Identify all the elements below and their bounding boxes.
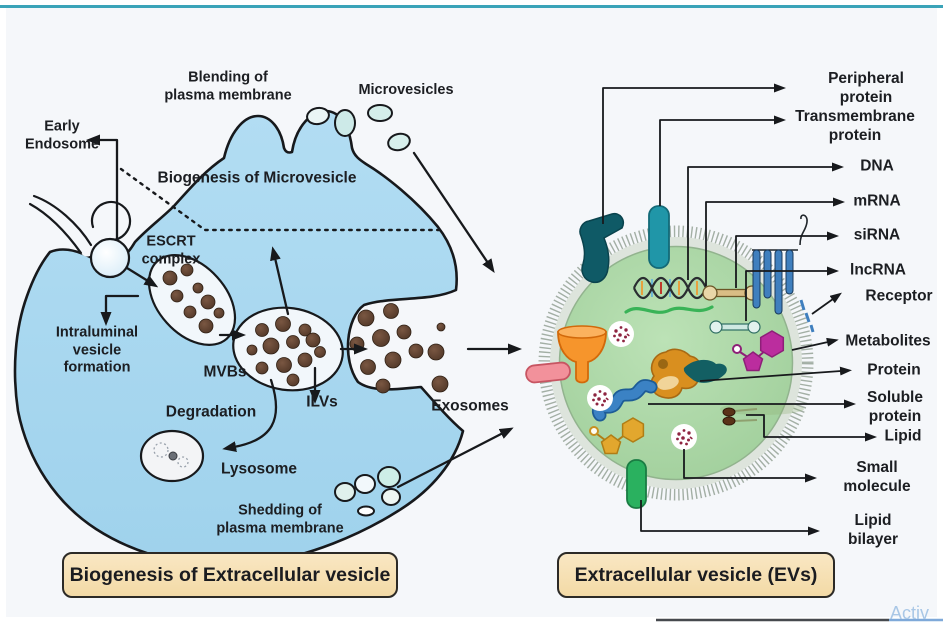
title-box-extracellular-vesicle: Extracellular vesicle (EVs) (557, 552, 835, 598)
pink-channel-icon (525, 361, 571, 384)
label-receptor: Receptor (865, 287, 933, 305)
receptor-icon (752, 214, 815, 333)
lncrna-icon (709, 320, 761, 334)
amber-molecule-icon (589, 417, 645, 455)
top-accent-line (0, 5, 943, 8)
escrt-vesicle-icon (147, 254, 237, 346)
label-shedding-plasma-membrane: Shedding of plasma membrane (216, 502, 344, 536)
label-ilvs: ILVs (306, 393, 338, 411)
mrna-icon (624, 305, 714, 314)
label-mvbs: MVBs (203, 363, 247, 381)
label-metabolites: Metabolites (845, 332, 931, 350)
microvesicle-icons-bottom (334, 466, 401, 517)
label-soluble-protein: Soluble protein (867, 389, 923, 425)
label-protein: Protein (867, 361, 921, 379)
label-lipid-bilayer: Lipid bilayer (848, 512, 898, 548)
microvesicle-icons-top (306, 104, 411, 152)
label-biogenesis-of-microvesicle: Biogenesis of Microvesicle (157, 169, 357, 187)
green-channel-icon (626, 459, 647, 509)
label-intraluminal-vesicle-formation: Intraluminal vesicle formation (55, 324, 139, 376)
label-escrt-complex: ESCRT complex (141, 233, 201, 267)
funnel-icon (557, 325, 607, 384)
process-arrows (86, 134, 522, 489)
dna-icon (632, 276, 708, 300)
metabolites-icon (732, 330, 785, 372)
peripheral-protein-icon (579, 212, 624, 284)
label-transmembrane-protein: Transmembrane protein (795, 108, 915, 144)
label-degradation: Degradation (165, 403, 257, 421)
label-peripheral-protein: Peripheral protein (828, 70, 904, 106)
label-small-molecule: Small molecule (843, 459, 911, 495)
label-exosomes: Exosomes (431, 397, 509, 415)
lysosome-icon (139, 429, 205, 483)
label-sirna: siRNA (853, 226, 901, 244)
exosome-dots (349, 303, 449, 394)
endosome-invagination (28, 194, 132, 257)
label-lysosome: Lysosome (220, 460, 298, 478)
label-mrna: mRNA (853, 192, 901, 210)
early-endosome-vesicle (89, 237, 131, 279)
activation-watermark: Activ (890, 603, 930, 623)
protein-icon (650, 348, 727, 399)
label-microvesicles: Microvesicles (358, 82, 454, 99)
title-box-biogenesis: Biogenesis of Extracellular vesicle (62, 552, 398, 598)
label-blending-plasma-membrane: Blending of plasma membrane (164, 69, 292, 103)
label-early-endosome: Early Endosome (24, 118, 100, 152)
label-lipid: Lipid (884, 427, 922, 445)
connector-lines (602, 83, 877, 536)
label-lncrna: lncRNA (850, 261, 906, 279)
label-dna: DNA (860, 157, 894, 175)
lipid-icon (720, 403, 804, 426)
dashed-route (119, 167, 442, 232)
transmembrane-protein-icon (648, 205, 670, 269)
